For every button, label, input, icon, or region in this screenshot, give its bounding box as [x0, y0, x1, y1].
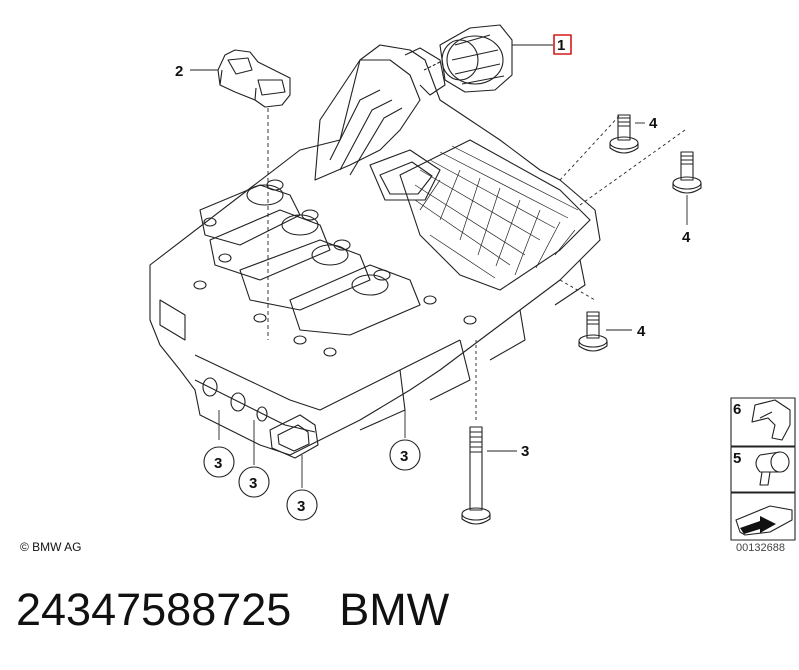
brand-name: BMW — [339, 584, 450, 635]
callout-4-b: 4 — [682, 229, 691, 246]
valve-body — [149, 44, 601, 459]
callout-3-b: 3 — [249, 475, 257, 492]
part-4-screw-a — [609, 114, 639, 154]
footer-caption: 24347588725 BMW — [16, 584, 449, 636]
callout-4-c: 4 — [637, 323, 646, 340]
callout-3-a: 3 — [214, 455, 222, 472]
part-4-screw-b — [672, 151, 702, 194]
callout-1: 1 — [557, 37, 565, 54]
part-2-bracket — [217, 49, 291, 108]
legend-box-5 — [730, 446, 796, 493]
exploded-parts-diagram: 1 2 4 4 4 3 3 3 3 3 6 5 — [149, 24, 796, 541]
part-4-screw-c — [578, 311, 608, 352]
part-3-long-bolt — [461, 426, 491, 525]
part-1-sleeve — [423, 24, 513, 93]
callout-1-highlight-box — [553, 34, 572, 55]
copyright-notice: © BMW AG — [20, 540, 82, 554]
callout-5: 5 — [733, 450, 741, 467]
callout-6: 6 — [733, 401, 741, 418]
callout-4-a: 4 — [649, 115, 658, 132]
part-number: 24347588725 — [16, 584, 292, 635]
callout-3-e: 3 — [521, 443, 529, 460]
callout-2: 2 — [175, 63, 183, 80]
drawing-number: 00132688 — [736, 542, 785, 554]
legend-box-arrow — [730, 492, 796, 541]
callout-3-c: 3 — [297, 498, 305, 515]
callout-3-d: 3 — [400, 448, 408, 465]
legend-box-6 — [730, 397, 796, 447]
